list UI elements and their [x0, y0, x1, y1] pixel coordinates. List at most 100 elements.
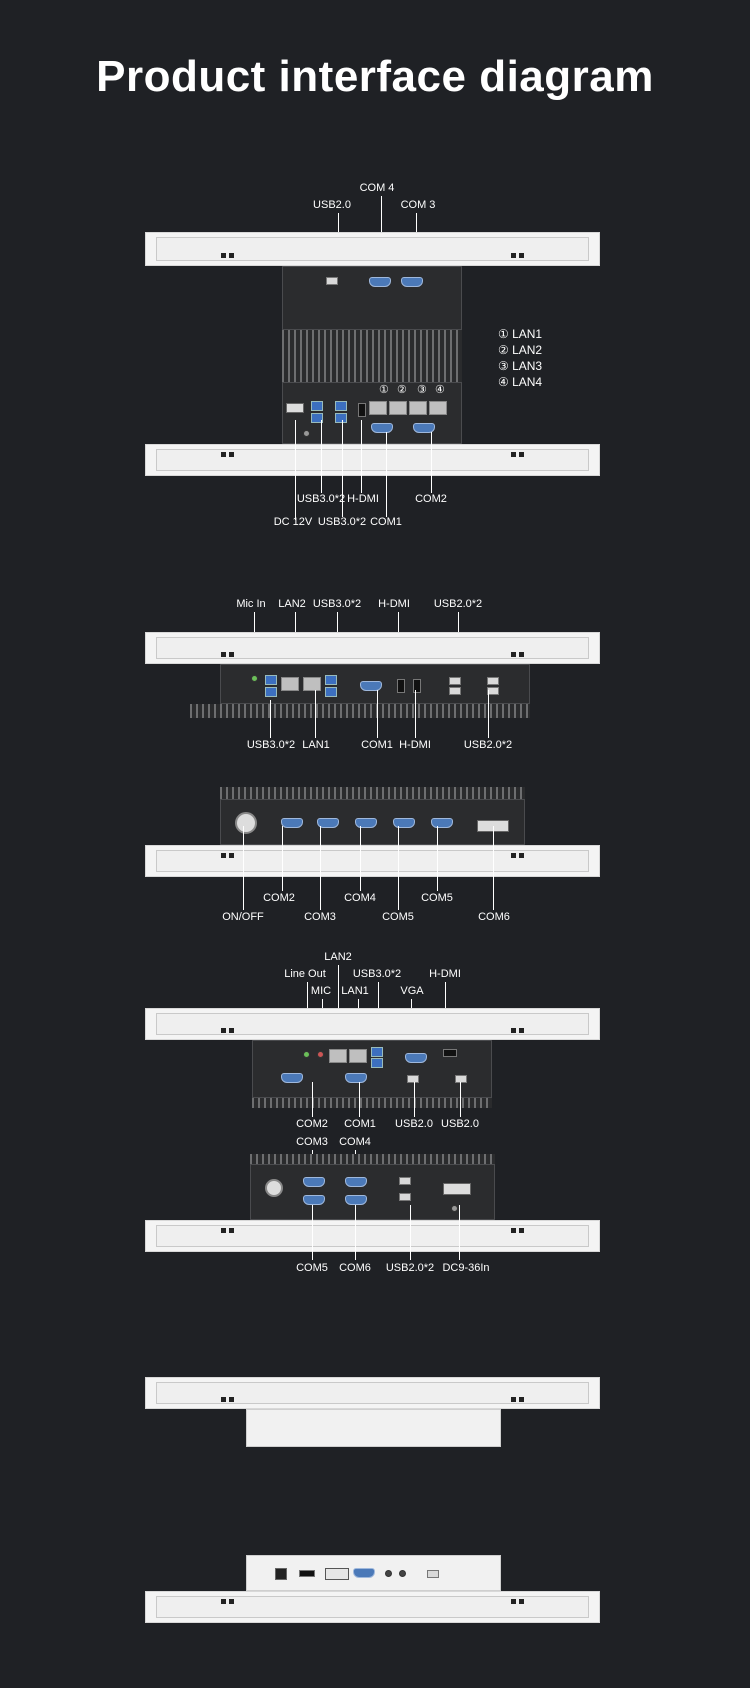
- usb3-port: [325, 687, 337, 697]
- io-box: [252, 1040, 492, 1098]
- power-button: [265, 1179, 283, 1197]
- legend-lan2: ② LAN2: [498, 343, 543, 357]
- usb2-port: [455, 1075, 467, 1083]
- usb3-port: [335, 401, 347, 411]
- audio-jack: [399, 1570, 406, 1577]
- dvi-port: [325, 1568, 349, 1580]
- label-usb2: USB2.0*2: [433, 598, 483, 610]
- lan-port: [369, 401, 387, 415]
- label-com2: COM2: [296, 1118, 328, 1130]
- label-hdmi: H-DMI: [378, 598, 410, 610]
- legend-lan3: ③ LAN3: [498, 359, 543, 373]
- com-port: [281, 1073, 303, 1083]
- label-usb3: USB3.0*2: [246, 739, 296, 751]
- hdmi-port: [413, 679, 421, 693]
- io-box: [250, 1164, 495, 1220]
- usb2-port: [449, 687, 461, 695]
- label-com1: COM1: [370, 516, 402, 528]
- io-box-bottom: ① ② ③ ④: [282, 382, 462, 444]
- com-port: [431, 818, 453, 828]
- label-com5-b: COM5: [382, 911, 414, 923]
- label-mic: MIC: [310, 985, 332, 997]
- com-port: [345, 1177, 367, 1187]
- com-port: [371, 423, 393, 433]
- label-usb3: USB3.0*2: [317, 516, 367, 528]
- label-usb2: USB2.0*2: [463, 739, 513, 751]
- label-com5: COM5: [296, 1262, 328, 1274]
- io-box-top: [282, 266, 462, 330]
- panel-bezel: [145, 1377, 600, 1409]
- marker-lan4: ④: [435, 384, 445, 396]
- label-lan1: LAN1: [341, 985, 369, 997]
- usb-port: [326, 277, 338, 285]
- com-port: [345, 1073, 367, 1083]
- label-com4: COM4: [344, 892, 376, 904]
- label-com6: COM6: [339, 1262, 371, 1274]
- marker-lan3: ③: [417, 384, 427, 396]
- white-enclosure: [246, 1409, 501, 1447]
- lan-port: [281, 677, 299, 691]
- usb2-port: [407, 1075, 419, 1083]
- com-port: [393, 818, 415, 828]
- label-com6: COM6: [478, 911, 510, 923]
- com-port: [355, 818, 377, 828]
- label-com2: COM2: [263, 892, 295, 904]
- com-port: [369, 277, 391, 287]
- audio-jack: [317, 1051, 324, 1058]
- io-box: [220, 664, 530, 704]
- lan-port: [429, 401, 447, 415]
- usb3-port: [265, 675, 277, 685]
- label-line-out: Line Out: [284, 968, 326, 980]
- heatsink-fins: [220, 787, 525, 799]
- usb2-port: [399, 1177, 411, 1185]
- dc-jack: [275, 1568, 287, 1580]
- usb3-port: [371, 1058, 383, 1068]
- usb3-port: [311, 413, 323, 423]
- label-com2: COM2: [415, 493, 447, 505]
- vga-port: [405, 1053, 427, 1063]
- heatsink-fins: [252, 1098, 492, 1108]
- usb3-port: [325, 675, 337, 685]
- label-com5: COM5: [421, 892, 453, 904]
- lan-port: [389, 401, 407, 415]
- hdmi-port: [299, 1570, 315, 1577]
- usb2-port: [487, 687, 499, 695]
- label-hdmi: H-DMI: [429, 968, 461, 980]
- hdmi-port: [443, 1049, 457, 1057]
- com-port: [401, 277, 423, 287]
- marker-lan1: ①: [379, 384, 389, 396]
- panel-bezel: [145, 1008, 600, 1040]
- label-dc9-36in: DC9-36In: [442, 1262, 490, 1274]
- panel-bezel: [145, 632, 600, 664]
- hdmi-port: [397, 679, 405, 693]
- heatsink-fins: [282, 330, 462, 382]
- label-com4: COM 4: [359, 182, 395, 194]
- usb3-port: [371, 1047, 383, 1057]
- marker-lan2: ②: [397, 384, 407, 396]
- com-port: [303, 1177, 325, 1187]
- com-port: [281, 818, 303, 828]
- hdmi-port: [358, 403, 366, 417]
- label-onoff: ON/OFF: [222, 911, 264, 923]
- label-com1: COM1: [344, 1118, 376, 1130]
- heatsink-fins: [250, 1154, 495, 1164]
- com-port: [345, 1195, 367, 1205]
- lan-port: [329, 1049, 347, 1063]
- label-vga: VGA: [400, 985, 424, 997]
- panel-bezel: [145, 1591, 600, 1623]
- label-usb2: USB2.0*2: [385, 1262, 435, 1274]
- label-lan1: LAN1: [302, 739, 330, 751]
- vga-port: [353, 1568, 375, 1578]
- com-port: [317, 818, 339, 828]
- usb2-port: [427, 1570, 439, 1578]
- com-port: [360, 681, 382, 691]
- audio-jack: [251, 675, 258, 682]
- white-enclosure: [246, 1555, 501, 1591]
- usb3-port: [335, 413, 347, 423]
- dc-terminal: [443, 1183, 471, 1195]
- panel-bezel: [145, 232, 600, 266]
- usb3-port: [311, 401, 323, 411]
- legend-lan1: ① LAN1: [498, 327, 543, 341]
- label-usb3: USB3.0*2: [312, 598, 362, 610]
- com-port: [413, 423, 435, 433]
